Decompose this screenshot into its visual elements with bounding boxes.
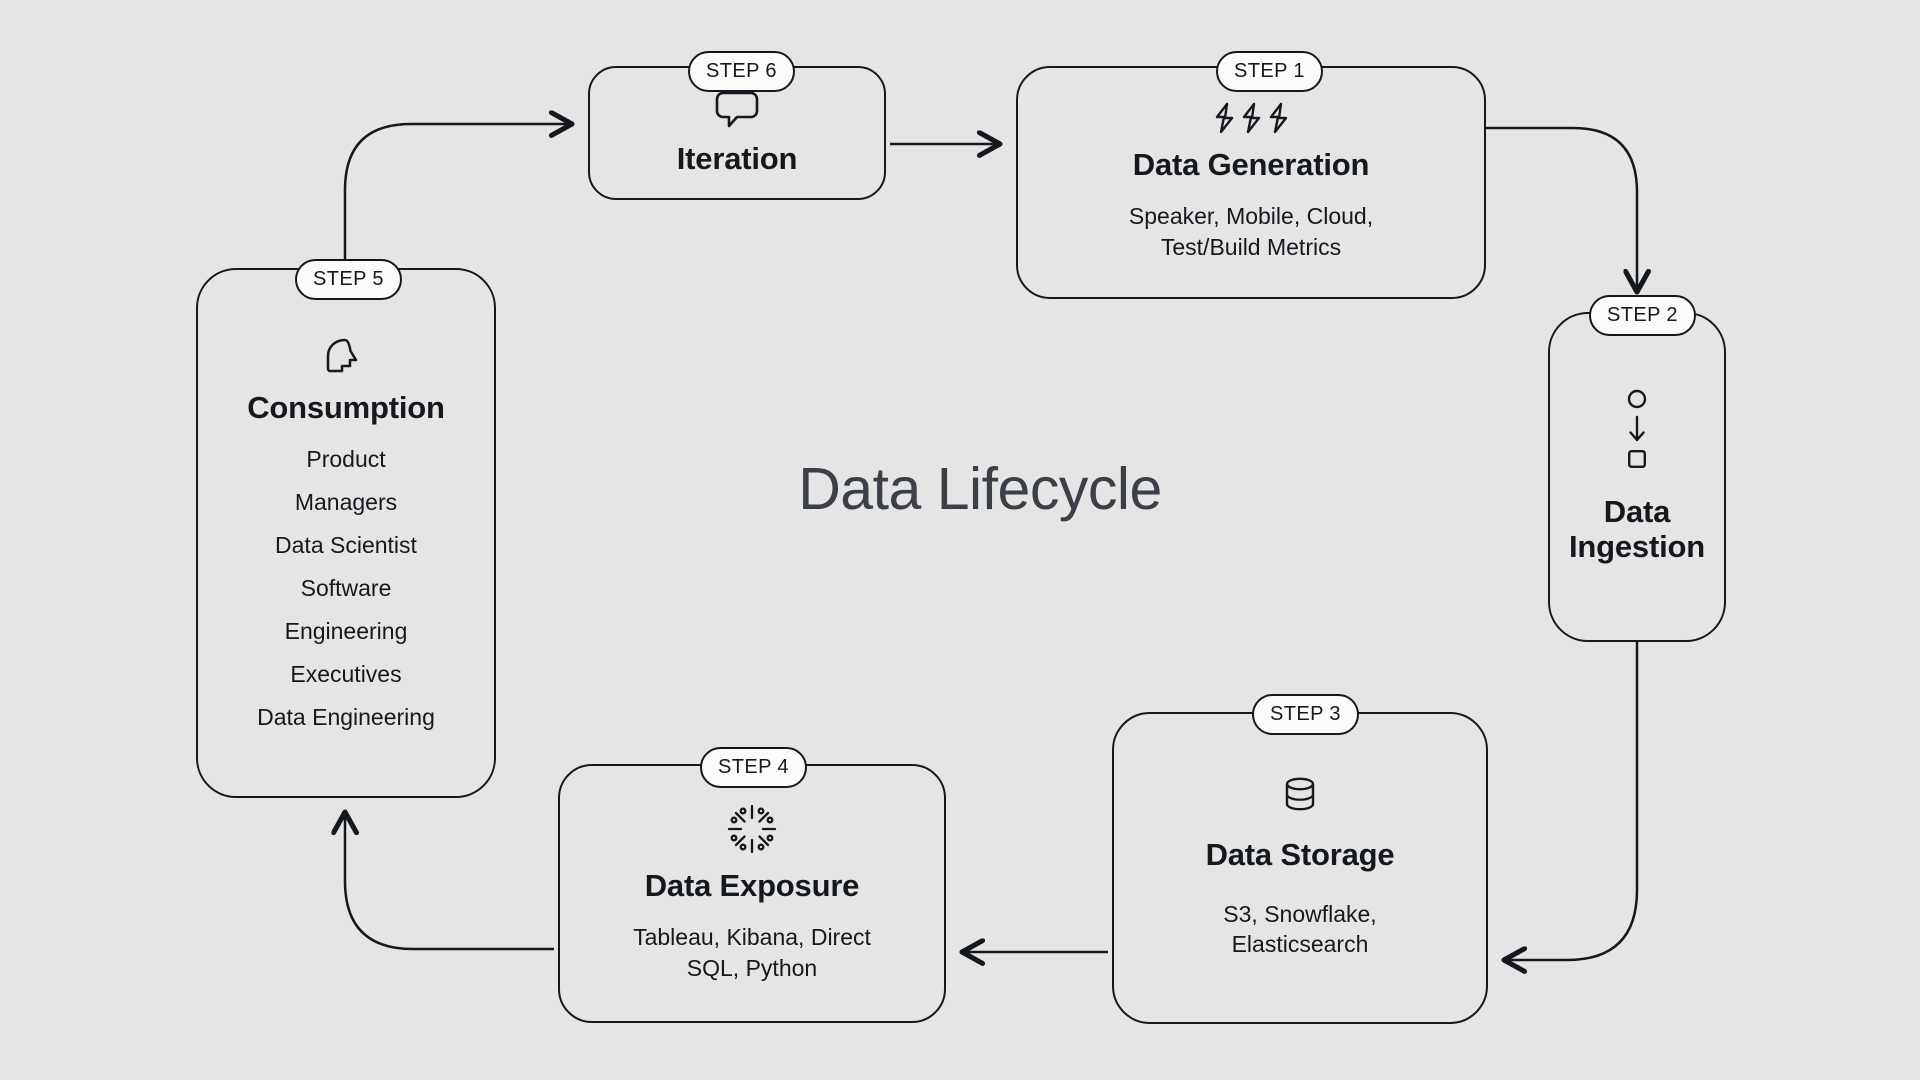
head-profile-icon [326, 338, 358, 373]
list-item: Software [300, 574, 392, 601]
badge-gap-mask [1252, 758, 1370, 774]
step-badge-6: STEP 6 [688, 51, 795, 92]
list-item: Engineering [284, 617, 408, 644]
step-title: Data Storage [1205, 836, 1395, 872]
step-title: Data Ingestion [1569, 494, 1705, 564]
list-item: Product [306, 445, 386, 472]
step-subtitle: Speaker, Mobile, Cloud, Test/Build Metri… [1128, 203, 1374, 260]
circle-arrow-square-icon [1627, 389, 1647, 469]
consumption-list: Product Managers Data Scientist Software… [257, 445, 435, 730]
database-cylinder-icon [1285, 777, 1315, 811]
connector-step2-to-step3 [1504, 642, 1639, 960]
list-item: Data Scientist [275, 531, 417, 558]
step-badge-4: STEP 4 [700, 747, 807, 788]
page-title: Data Lifecycle [798, 456, 1162, 522]
step-badge-1: STEP 1 [1216, 51, 1323, 92]
step-badge-5: STEP 5 [295, 259, 402, 300]
step-title: Iteration [676, 140, 798, 176]
radial-burst-icon [727, 805, 777, 854]
step-badge-3: STEP 3 [1252, 694, 1359, 735]
step-badge-2: STEP 2 [1589, 295, 1696, 336]
three-lightning-bolts-icon [1213, 102, 1289, 134]
step-subtitle: S3, Snowflake, Elasticsearch [1223, 900, 1377, 958]
list-item: Executives [290, 660, 402, 687]
step-subtitle: Tableau, Kibana, Direct SQL, Python [633, 924, 871, 981]
speech-bubble-icon [715, 91, 759, 127]
connector-step5-to-step6 [343, 124, 572, 268]
lightning-bolt-icon [1269, 103, 1288, 134]
down-arrow-icon [1629, 416, 1645, 442]
step-node-data-generation[interactable]: Data Generation Speaker, Mobile, Cloud, … [1016, 66, 1486, 299]
step-node-data-ingestion[interactable]: Data Ingestion [1548, 312, 1726, 642]
step-title: Consumption [247, 390, 445, 426]
list-item: Managers [294, 488, 398, 515]
square-icon [1628, 450, 1647, 469]
lightning-bolt-icon [1242, 103, 1261, 134]
list-item: Data Engineering [257, 703, 435, 730]
connector-step4-to-step5 [345, 812, 554, 951]
step-title: Data Generation [1132, 147, 1370, 183]
lightning-bolt-icon [1215, 103, 1234, 134]
step-node-consumption[interactable]: Consumption Product Managers Data Scient… [196, 262, 603, 798]
circle-icon [1627, 390, 1647, 409]
connector-step1-to-step2 [1486, 126, 1637, 292]
step-title: Data Exposure [644, 868, 860, 904]
step-node-data-exposure[interactable]: Data Exposure Tableau, Kibana, Direct SQ… [558, 758, 1370, 1023]
badge-gap-mask [485, 262, 603, 278]
